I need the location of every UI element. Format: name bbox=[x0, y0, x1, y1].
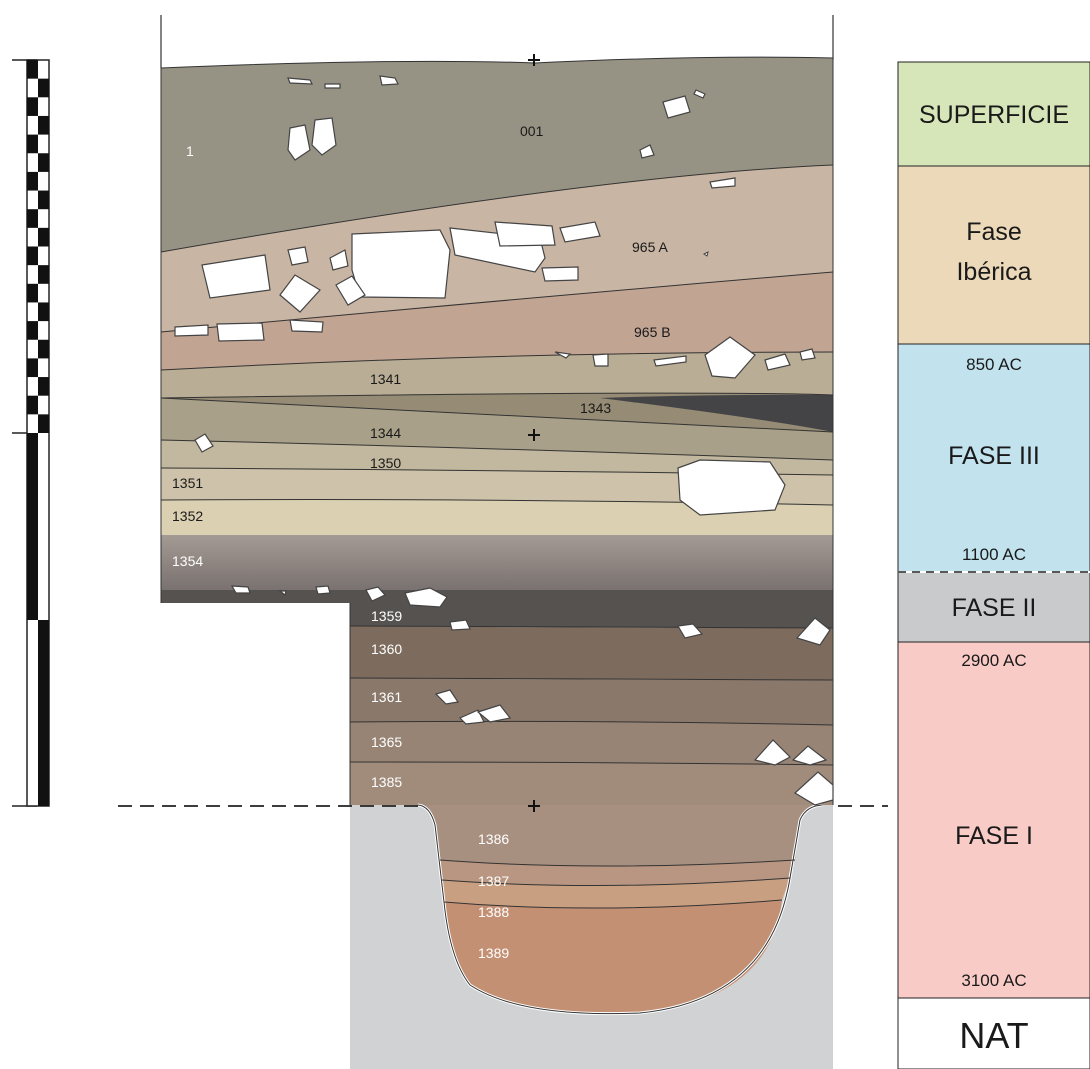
scale-cell bbox=[27, 97, 38, 116]
layer-label-1351: 1351 bbox=[172, 475, 203, 491]
scale-cell bbox=[38, 190, 49, 210]
layer-label-1385: 1385 bbox=[371, 774, 402, 790]
layer-label-1361: 1361 bbox=[371, 689, 402, 705]
layer-label-1354: 1354 bbox=[172, 553, 203, 569]
phase-iberica-label-line1: Fase bbox=[966, 218, 1022, 246]
phase-i-date-bottom: 3100 AC bbox=[961, 971, 1026, 990]
layer-1361 bbox=[350, 678, 833, 725]
scale-cell bbox=[27, 209, 38, 228]
layer-label-1343: 1343 bbox=[580, 400, 611, 416]
scale-cell bbox=[38, 265, 49, 284]
layer-label-1352: 1352 bbox=[172, 508, 203, 524]
layer-1360 bbox=[350, 626, 833, 680]
phase-superficie-label: SUPERFICIE bbox=[919, 101, 1069, 129]
layer-label-1: 1 bbox=[186, 143, 194, 159]
scale-cell bbox=[38, 153, 49, 172]
scale-cell bbox=[38, 339, 49, 359]
layer-1359 bbox=[350, 590, 833, 628]
layer-1352 bbox=[161, 499, 833, 535]
scale-cell bbox=[38, 377, 49, 396]
scale-cell bbox=[27, 171, 38, 191]
scale-cell bbox=[27, 433, 38, 620]
layer-1351 bbox=[161, 468, 833, 505]
scale-cell bbox=[27, 321, 38, 340]
layer-label-1388: 1388 bbox=[478, 904, 509, 920]
scale-cell bbox=[27, 283, 38, 303]
phase-i-label: FASE I bbox=[955, 822, 1033, 850]
layer-label-001: 001 bbox=[520, 123, 544, 139]
phase-iii-date-bottom: 1100 AC bbox=[962, 545, 1026, 564]
scale-cell bbox=[27, 395, 38, 415]
layer-1365 bbox=[350, 721, 833, 765]
section-drawing: 001 1 965 A 965 B 1341 1343 1344 1350 13… bbox=[118, 15, 888, 1069]
layer-1344 bbox=[161, 398, 833, 460]
phase-i-box bbox=[897, 641, 1090, 999]
datum-marker bbox=[528, 54, 540, 812]
phase-iii-label: FASE III bbox=[948, 442, 1040, 470]
phase-i-date-top: 2900 AC bbox=[961, 651, 1026, 670]
scale-cell bbox=[38, 414, 49, 433]
layer-1386 bbox=[418, 805, 822, 866]
layer-965b bbox=[161, 272, 833, 370]
layer-label-1386: 1386 bbox=[478, 831, 509, 847]
layer-label-1387: 1387 bbox=[478, 873, 509, 889]
layer-label-965a: 965 A bbox=[632, 239, 668, 255]
scale-cell bbox=[38, 620, 49, 806]
layer-1385 bbox=[350, 762, 833, 805]
layer-1354 bbox=[161, 535, 833, 590]
scale-cell bbox=[38, 78, 49, 98]
scale-cell bbox=[27, 246, 38, 266]
layer-1350 bbox=[161, 440, 833, 475]
layer-label-1341: 1341 bbox=[370, 371, 401, 387]
phase-iberica-label-line2: Ibérica bbox=[956, 258, 1031, 286]
phase-iberica-box bbox=[897, 165, 1090, 345]
layer-label-1365: 1365 bbox=[371, 734, 402, 750]
phase-ii-label: FASE II bbox=[952, 594, 1037, 622]
layer-1343-dark bbox=[600, 394, 833, 432]
scale-cell bbox=[27, 134, 38, 154]
layer-label-1389: 1389 bbox=[478, 945, 509, 961]
layer-label-1360: 1360 bbox=[371, 641, 402, 657]
scale-cell bbox=[38, 115, 49, 135]
scale-cell bbox=[27, 358, 38, 378]
phase-iii-date-top: 850 AC bbox=[966, 355, 1022, 374]
scale-bar bbox=[12, 59, 50, 807]
layer-label-1344: 1344 bbox=[370, 425, 401, 441]
scale-cell bbox=[38, 227, 49, 247]
phase-nat-label: NAT bbox=[959, 1015, 1028, 1056]
layer-label-1359: 1359 bbox=[371, 608, 402, 624]
layer-1388 bbox=[442, 878, 790, 909]
phase-nat-box bbox=[897, 997, 1090, 1069]
scale-cell bbox=[38, 302, 49, 322]
layer-1387 bbox=[440, 860, 795, 886]
scale-cell bbox=[27, 60, 38, 79]
layer-1389 bbox=[444, 900, 782, 1014]
layer-label-1350: 1350 bbox=[370, 455, 401, 471]
stones bbox=[174, 75, 834, 806]
layer-label-965b: 965 B bbox=[634, 324, 671, 340]
phase-column: SUPERFICIE Fase Ibérica 850 AC FASE III … bbox=[897, 61, 1090, 1069]
phase-iii-box bbox=[897, 343, 1090, 573]
